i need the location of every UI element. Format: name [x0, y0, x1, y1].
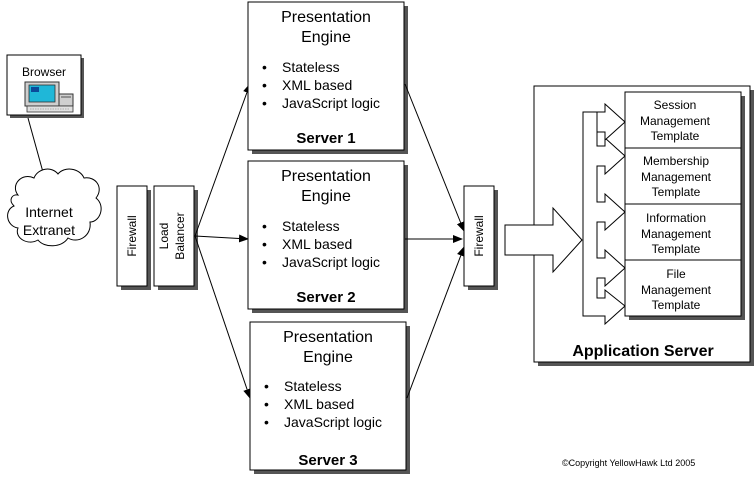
application-server-name: Application Server — [572, 343, 713, 360]
server-2-bullet: JavaScript logic — [282, 254, 380, 270]
firewall-right: Firewall — [463, 185, 498, 290]
svg-text:•: • — [262, 254, 267, 270]
server-3-title-1: Presentation — [283, 329, 373, 346]
server-3-box: Presentation Engine • Stateless • XML ba… — [249, 321, 410, 474]
firewall-left-label: Firewall — [125, 215, 139, 256]
server-3-bullet: Stateless — [284, 378, 342, 394]
svg-text:•: • — [264, 414, 269, 430]
internet-cloud: Internet Extranet — [7, 168, 102, 247]
template-session: Session Management Template — [624, 91, 745, 152]
template-information: Information Management Template — [624, 203, 745, 264]
server-1-bullet: JavaScript logic — [282, 95, 380, 111]
svg-text:•: • — [264, 396, 269, 412]
svg-text:•: • — [262, 95, 267, 111]
server-2-bullet: Stateless — [282, 218, 340, 234]
arrow-lb-server3 — [194, 235, 251, 399]
svg-text:•: • — [262, 77, 267, 93]
server-2-name: Server 2 — [296, 289, 355, 306]
firewall-left: Firewall — [116, 185, 151, 290]
firewall-right-label: Firewall — [472, 215, 486, 256]
server-1-title-2: Engine — [301, 29, 351, 46]
template-file: File Management Template — [624, 259, 745, 320]
template-line: Management — [641, 227, 712, 241]
computer-icon — [24, 81, 74, 113]
server-1-bullet: Stateless — [282, 59, 340, 75]
server-3-bullet: XML based — [284, 396, 354, 412]
copyright-text: ©Copyright YellowHawk Ltd 2005 — [562, 458, 695, 468]
cloud-label-extranet: Extranet — [23, 222, 75, 238]
browser-label: Browser — [22, 65, 66, 79]
template-line: Session — [654, 98, 697, 112]
server-2-title-1: Presentation — [281, 168, 371, 185]
template-line: Management — [641, 283, 712, 297]
server-3-name: Server 3 — [298, 452, 357, 469]
arrow-lb-server2 — [194, 234, 249, 243]
svg-text:•: • — [264, 378, 269, 394]
template-membership: Membership Management Template — [624, 147, 745, 208]
browser-box: Browser — [6, 54, 84, 118]
application-server-box: Session Management Template Membership M… — [504, 85, 754, 366]
template-line: Template — [652, 298, 701, 312]
server-3-title-2: Engine — [303, 349, 353, 366]
server-1-title-1: Presentation — [281, 9, 371, 26]
template-line: Management — [641, 170, 712, 184]
svg-text:•: • — [262, 59, 267, 75]
template-line: Template — [652, 185, 701, 199]
svg-text:•: • — [262, 236, 267, 252]
big-arrow-icon — [504, 206, 583, 274]
template-line: Template — [651, 129, 700, 143]
template-line: Information — [646, 211, 706, 225]
load-balancer: Load Balancer — [153, 185, 198, 290]
server-1-box: Presentation Engine • Stateless • XML ba… — [247, 1, 408, 154]
server-1-bullet: XML based — [282, 77, 352, 93]
template-line: Template — [652, 242, 701, 256]
svg-text:•: • — [262, 218, 267, 234]
server-2-bullet: XML based — [282, 236, 352, 252]
arrow-server3-firewall — [406, 246, 465, 399]
server-1-name: Server 1 — [296, 130, 355, 147]
cloud-label-internet: Internet — [25, 204, 73, 220]
template-line: Membership — [643, 154, 709, 168]
server-2-title-2: Engine — [301, 188, 351, 205]
server-3-bullet: JavaScript logic — [284, 414, 382, 430]
arrow-lb-server1 — [194, 83, 251, 237]
arrow-server1-firewall — [404, 83, 465, 232]
server-2-box: Presentation Engine • Stateless • XML ba… — [247, 160, 408, 313]
load-balancer-label-1: Load — [157, 223, 171, 250]
load-balancer-label-2: Balancer — [173, 212, 187, 259]
template-line: Management — [640, 114, 711, 128]
template-line: File — [666, 267, 686, 281]
